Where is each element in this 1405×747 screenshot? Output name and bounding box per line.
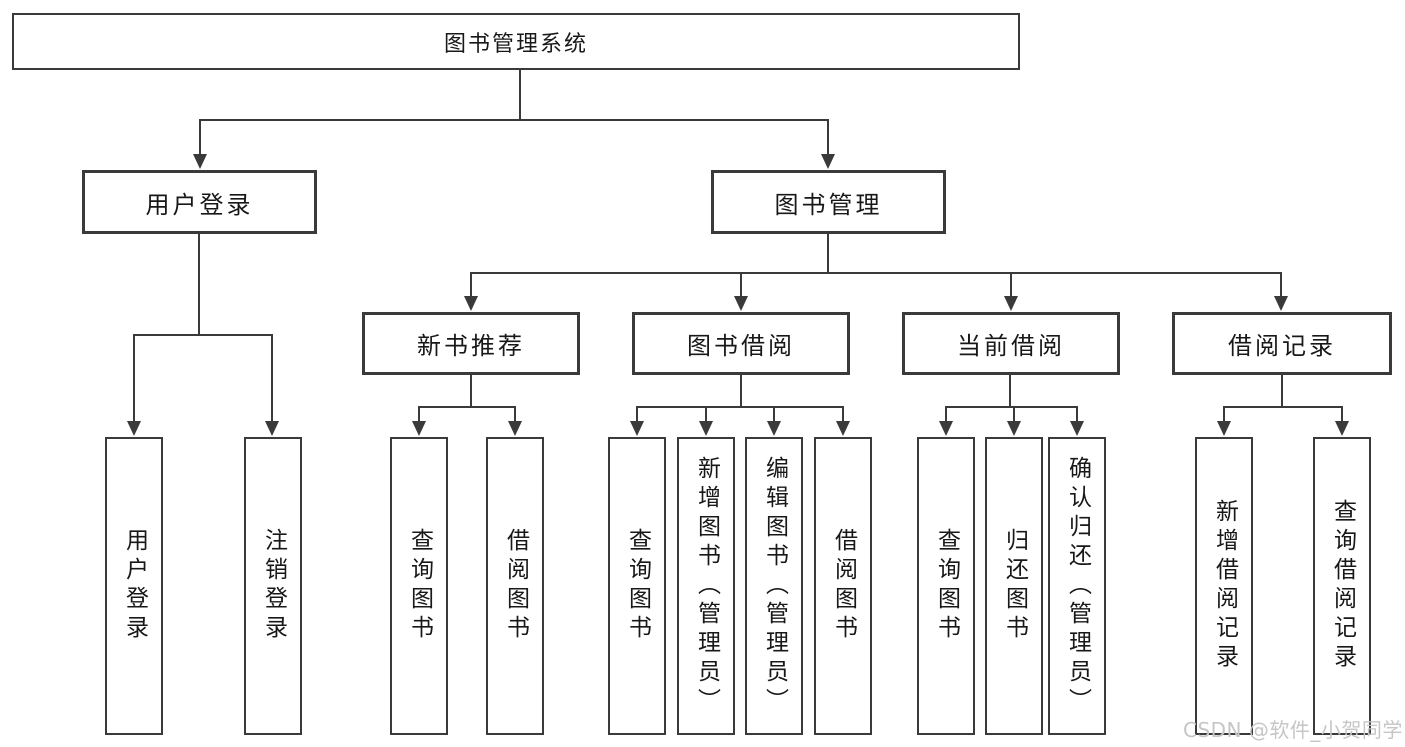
connector-line [1013, 406, 1015, 421]
leaf-confirm-return-admin: 确认归还（管理员） [1048, 437, 1106, 735]
arrowhead-down-icon [630, 421, 644, 436]
leaf-query-books-borrow: 查询图书 [608, 437, 666, 735]
node-label: 新书推荐 [417, 332, 525, 360]
arrowhead-down-icon [734, 296, 748, 311]
arrowhead-down-icon [265, 421, 279, 436]
node-label: 图书管理系统 [443, 31, 588, 57]
leaf-edit-books-admin: 编辑图书（管理员） [745, 437, 803, 735]
connector-line [740, 272, 742, 296]
node-label: 用户登录 [121, 528, 148, 644]
node-new-book-recommend: 新书推荐 [362, 312, 580, 375]
connector-line [199, 119, 829, 121]
node-label: 借阅图书 [502, 528, 529, 644]
connector-line [827, 119, 829, 155]
arrowhead-down-icon [1274, 296, 1288, 311]
node-borrow-records: 借阅记录 [1172, 312, 1392, 375]
connector-line [773, 406, 775, 421]
node-current-borrow: 当前借阅 [902, 312, 1120, 375]
leaf-borrow-books-borrow: 借阅图书 [814, 437, 872, 735]
connector-line [271, 334, 273, 421]
connector-line [705, 406, 707, 421]
arrowhead-down-icon [767, 421, 781, 436]
connector-line [418, 406, 420, 421]
node-label: 当前借阅 [957, 332, 1065, 360]
arrowhead-down-icon [1007, 421, 1021, 436]
leaf-query-books-current: 查询图书 [917, 437, 975, 735]
node-label: 用户登录 [145, 190, 254, 219]
connector-line [827, 234, 829, 272]
connector-line [133, 334, 273, 336]
node-label: 查询图书 [406, 528, 433, 644]
arrowhead-down-icon [464, 296, 478, 311]
leaf-add-books-admin: 新增图书（管理员） [677, 437, 735, 735]
arrowhead-down-icon [193, 154, 207, 169]
node-label: 编辑图书（管理员） [761, 455, 788, 717]
node-label: 确认归还（管理员） [1064, 455, 1091, 717]
connector-line [470, 272, 472, 296]
leaf-return-books: 归还图书 [985, 437, 1043, 735]
node-book-borrow: 图书借阅 [632, 312, 850, 375]
node-label: 查询图书 [624, 528, 651, 644]
connector-line [419, 406, 516, 408]
node-label: 新增图书（管理员） [693, 455, 720, 717]
connector-line [740, 375, 742, 406]
node-label: 借阅记录 [1228, 332, 1336, 360]
node-user-login: 用户登录 [82, 170, 317, 234]
node-label: 借阅图书 [830, 528, 857, 644]
connector-line [1224, 406, 1342, 408]
connector-line [199, 119, 201, 155]
connector-line [1280, 272, 1282, 296]
connector-line [470, 272, 1282, 274]
node-label: 查询借阅记录 [1329, 499, 1356, 673]
node-label: 归还图书 [1001, 528, 1028, 644]
arrowhead-down-icon [412, 421, 426, 436]
node-label: 查询图书 [933, 528, 960, 644]
leaf-add-borrow-record: 新增借阅记录 [1195, 437, 1253, 735]
node-label: 图书借阅 [687, 332, 795, 360]
arrowhead-down-icon [836, 421, 850, 436]
connector-line [946, 406, 1077, 408]
arrowhead-down-icon [1335, 421, 1349, 436]
arrowhead-down-icon [127, 421, 141, 436]
arrowhead-down-icon [508, 421, 522, 436]
node-label: 新增借阅记录 [1211, 499, 1238, 673]
connector-line [1281, 375, 1283, 406]
leaf-logout-login: 注销登录 [244, 437, 302, 735]
arrowhead-down-icon [699, 421, 713, 436]
node-book-management: 图书管理 [711, 170, 946, 234]
arrowhead-down-icon [939, 421, 953, 436]
connector-line [1076, 406, 1078, 421]
connector-line [945, 406, 947, 421]
arrowhead-down-icon [821, 154, 835, 169]
connector-line [1223, 406, 1225, 421]
arrowhead-down-icon [1217, 421, 1231, 436]
connector-line [637, 406, 843, 408]
connector-line [519, 70, 521, 119]
leaf-query-books-recommend: 查询图书 [390, 437, 448, 735]
connector-line [1009, 375, 1011, 406]
connector-line [636, 406, 638, 421]
node-label: 注销登录 [260, 528, 287, 644]
connector-line [842, 406, 844, 421]
node-label: 图书管理 [774, 190, 883, 219]
connector-line [1341, 406, 1343, 421]
connector-line [470, 375, 472, 406]
arrowhead-down-icon [1004, 296, 1018, 311]
csdn-watermark: CSDN @软件_小贺同学 [1183, 718, 1403, 742]
leaf-borrow-books-recommend: 借阅图书 [486, 437, 544, 735]
leaf-user-login: 用户登录 [105, 437, 163, 735]
connector-line [1010, 272, 1012, 296]
leaf-query-borrow-record: 查询借阅记录 [1313, 437, 1371, 735]
connector-line [133, 334, 135, 421]
node-root-library-system: 图书管理系统 [12, 13, 1020, 70]
arrowhead-down-icon [1070, 421, 1084, 436]
connector-line [514, 406, 516, 421]
connector-line [198, 234, 200, 334]
